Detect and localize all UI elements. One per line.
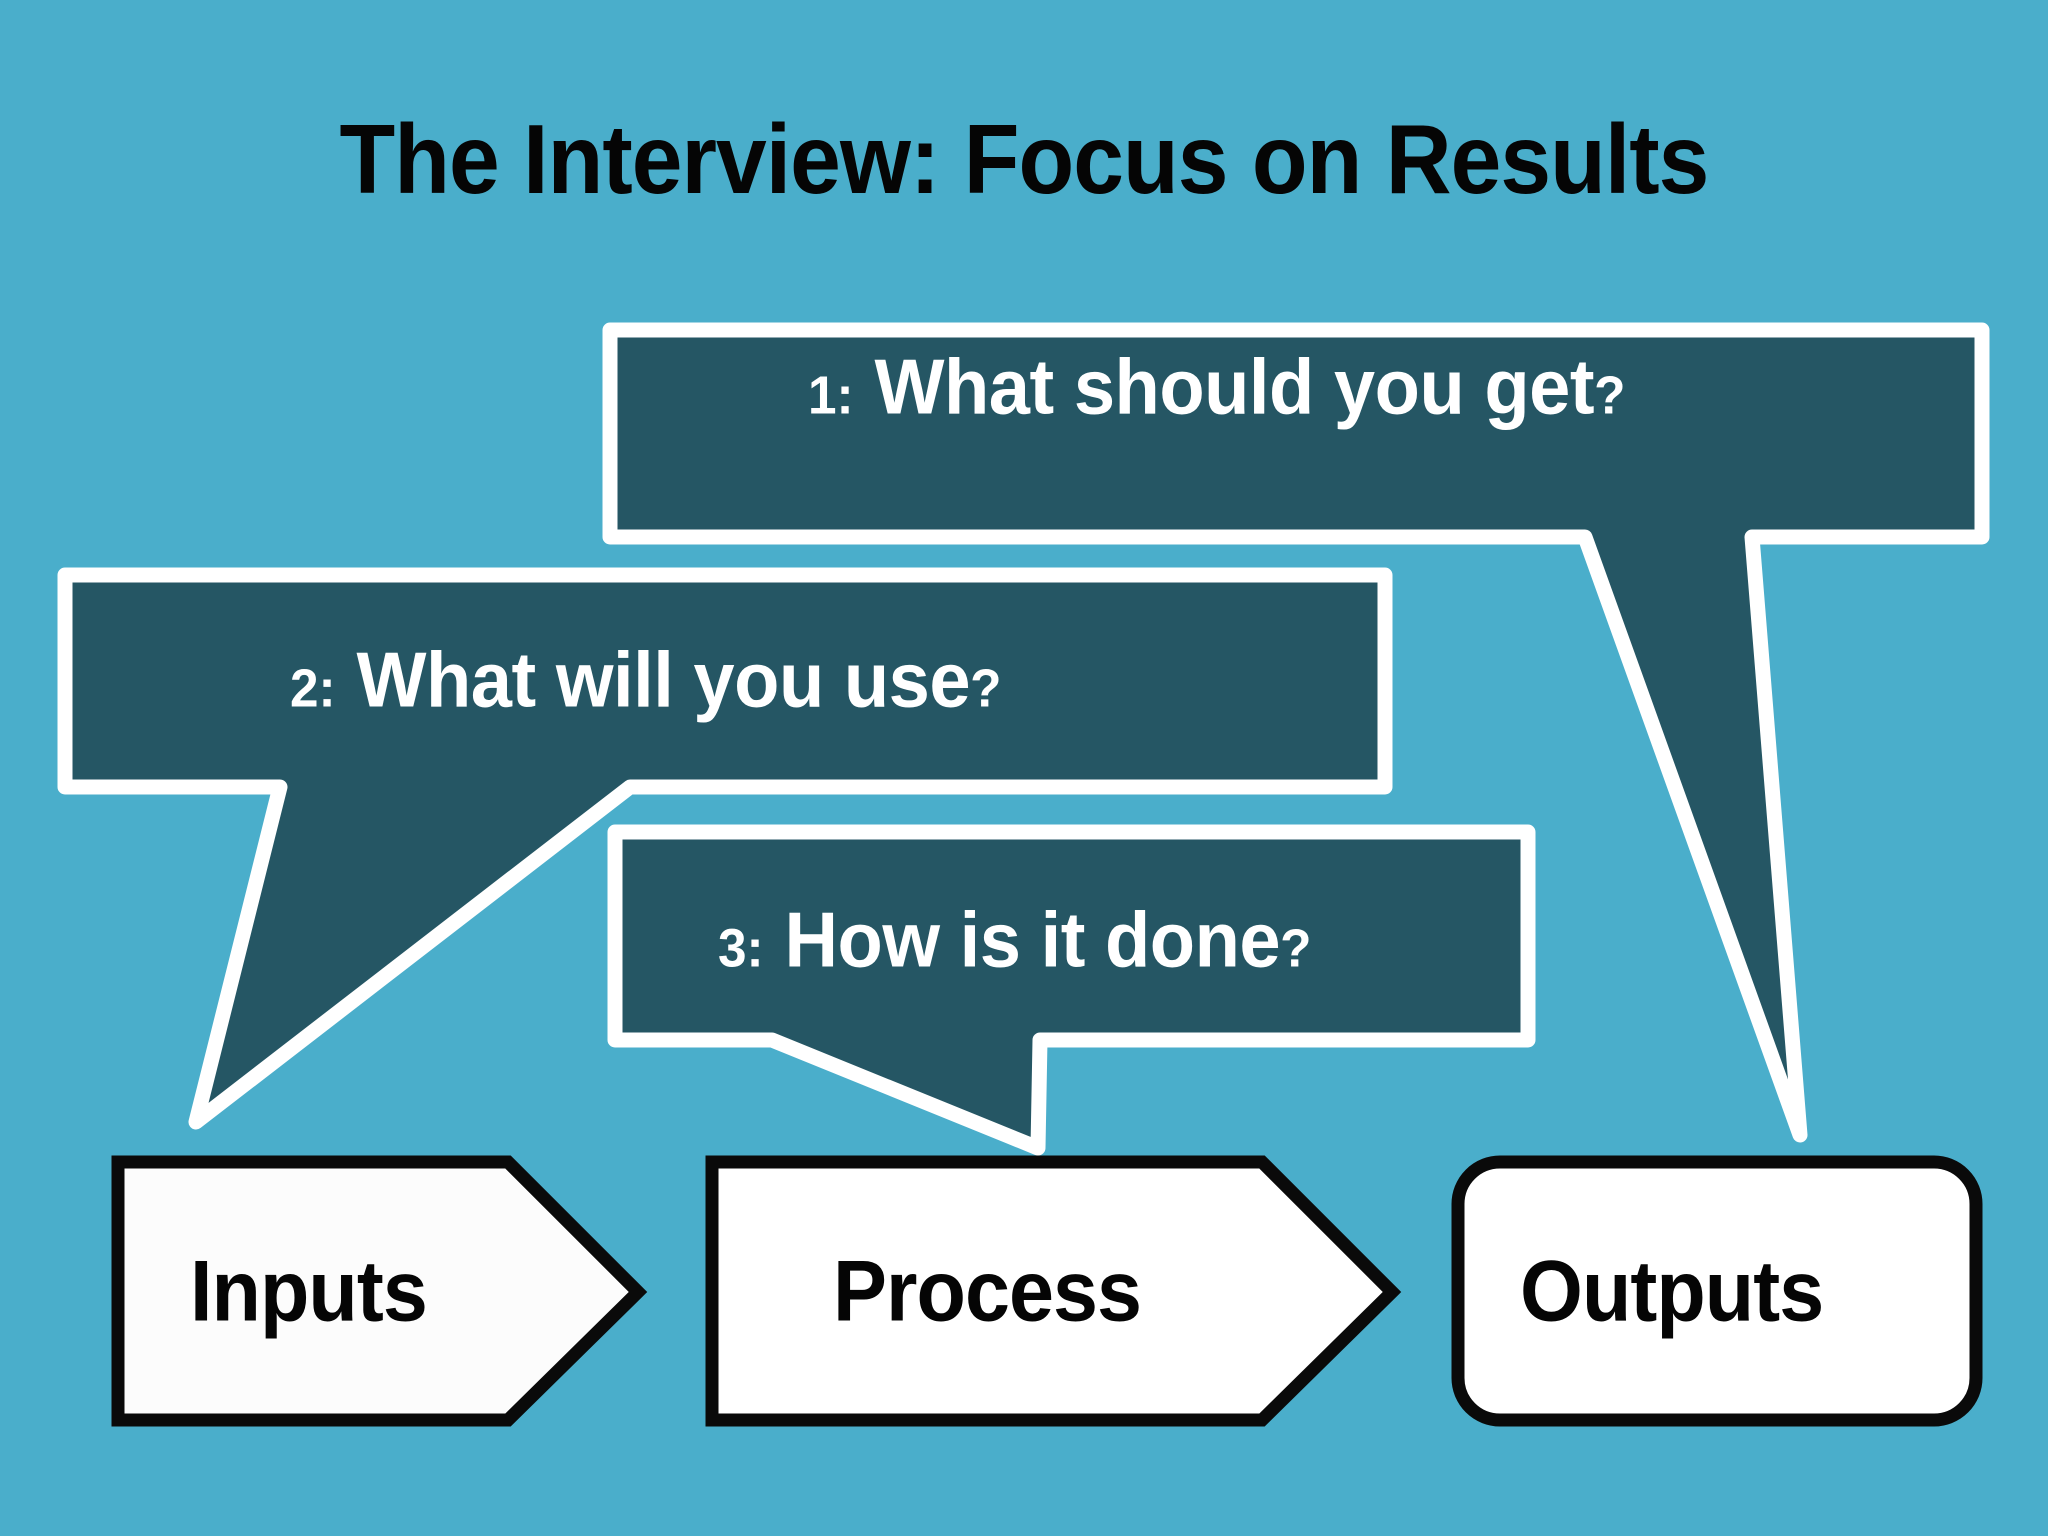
flow-label-outputs: Outputs <box>1520 1243 1824 1340</box>
bubble-1-question: What should you get <box>874 342 1595 431</box>
bubble-3-question-mark: ? <box>1280 918 1312 979</box>
bubble-1-index: 1: <box>808 365 854 426</box>
bubble-1-question-mark: ? <box>1594 365 1626 426</box>
speech-bubble-3-text: 3: How is it done ? <box>718 895 1311 986</box>
flow-label-process: Process <box>833 1243 1142 1340</box>
bubble-2-index: 2: <box>290 658 336 719</box>
flow-shape-outputs[interactable] <box>1451 1155 1983 1427</box>
speech-bubble-3-shape[interactable] <box>607 824 1536 1156</box>
bubble-2-question: What will you use <box>356 635 971 724</box>
bubble-3-index: 3: <box>718 918 764 979</box>
bubble-3-question: How is it done <box>784 895 1281 984</box>
flow-shape-process[interactable] <box>705 1155 1402 1427</box>
speech-bubble-1-text: 1: What should you get ? <box>808 342 1625 433</box>
speech-bubble-2-text: 2: What will you use ? <box>290 635 1001 726</box>
flow-shape-inputs[interactable] <box>111 1155 648 1427</box>
flow-label-inputs: Inputs <box>190 1243 428 1340</box>
speech-bubble-2-shape[interactable] <box>57 567 1393 1130</box>
bubble-2-question-mark: ? <box>970 658 1002 719</box>
page-title: The Interview: Focus on Results <box>339 104 1710 214</box>
speech-bubble-1-shape[interactable] <box>602 322 1990 1143</box>
